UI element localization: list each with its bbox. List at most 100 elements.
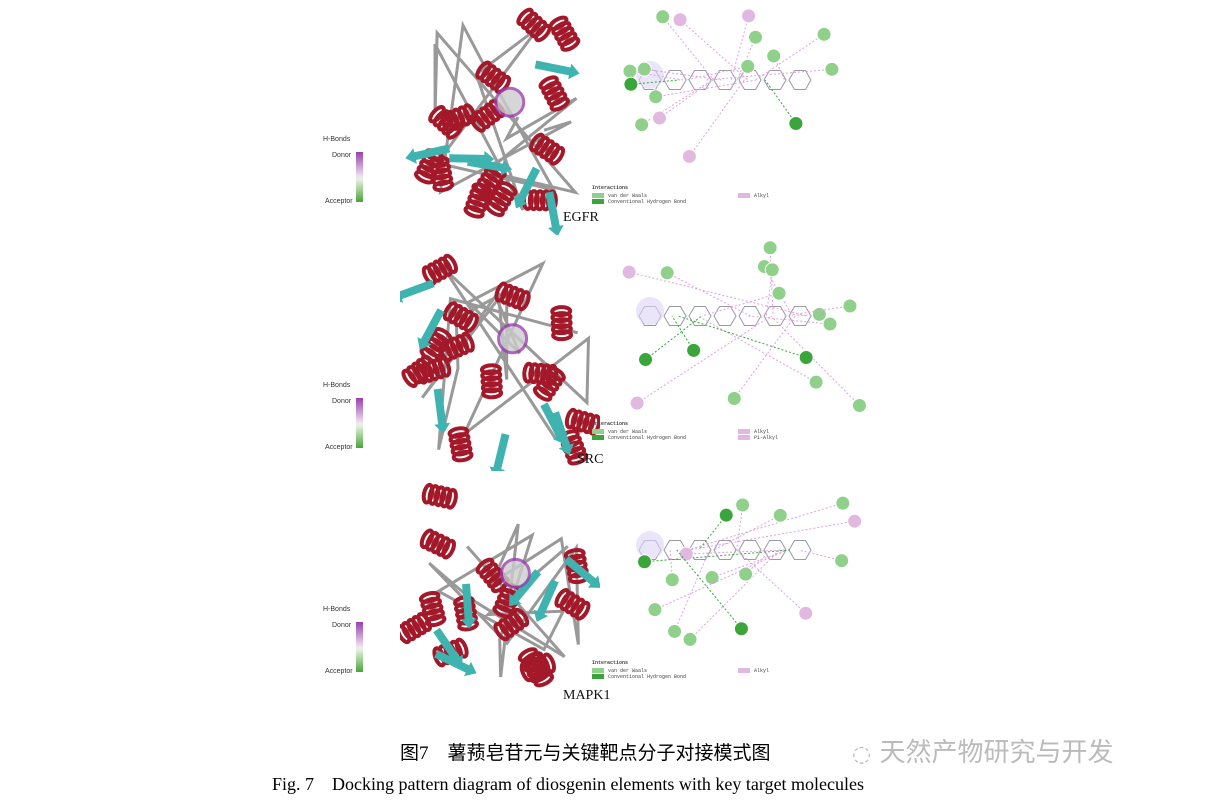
residue: [798, 350, 814, 366]
target-label: SRC: [577, 452, 604, 467]
residue: [622, 63, 638, 79]
ligand: [497, 323, 529, 355]
residue: [741, 8, 757, 24]
residue: [788, 116, 804, 132]
helix: [438, 331, 475, 363]
residue: [733, 621, 749, 637]
wechat-icon: ◌: [852, 742, 872, 767]
helix: [475, 557, 510, 594]
watermark: ◌ 天然产物研究与开发: [852, 738, 1114, 768]
caption-en: Fig. 7 Docking pattern diagram of diosge…: [272, 774, 865, 794]
helix: [421, 482, 458, 510]
residue: [762, 240, 778, 256]
beta-sheet: [467, 157, 513, 176]
residue: [686, 342, 702, 358]
residue: [834, 553, 850, 569]
ring: [738, 69, 762, 91]
residue: [847, 513, 863, 529]
ring: [763, 305, 787, 327]
residue: [647, 602, 663, 618]
residue: [682, 631, 698, 647]
residue: [766, 48, 782, 64]
residue: [638, 352, 654, 368]
ring: [663, 539, 687, 561]
residue: [851, 397, 867, 413]
residue: [678, 546, 694, 562]
residue: [718, 507, 734, 523]
ring: [788, 305, 812, 327]
beta-sheet: [513, 166, 541, 209]
interactions-legend: Interactions van der Waals Conventional …: [592, 421, 779, 441]
beta-sheet: [433, 388, 451, 434]
ring: [738, 539, 762, 561]
protein-structure: [400, 253, 600, 471]
helix: [529, 132, 566, 166]
ring: [713, 69, 737, 91]
helix: [428, 156, 455, 193]
beta-sheet: [460, 583, 477, 629]
beta-sheet: [533, 579, 559, 622]
residue: [842, 298, 858, 314]
residue: [738, 566, 754, 582]
beta-sheet: [417, 308, 445, 350]
ring: [663, 69, 687, 91]
target-label: MAPK1: [563, 688, 611, 703]
beta-sheet: [400, 279, 435, 303]
ring: [688, 305, 712, 327]
beta-sheet: [509, 569, 542, 607]
protein-structure: [400, 482, 600, 688]
ring: [713, 305, 737, 327]
residue: [735, 497, 751, 513]
helix: [469, 99, 506, 133]
ring: [763, 539, 787, 561]
residue: [636, 61, 652, 77]
residue: [798, 605, 814, 621]
residue: [764, 262, 780, 278]
helix: [479, 363, 504, 400]
residue: [672, 12, 688, 28]
helix: [418, 590, 447, 628]
helix: [401, 354, 438, 388]
residue: [772, 507, 788, 523]
beta-sheet: [433, 627, 463, 668]
residue: [667, 623, 683, 639]
beta-sheet: [545, 191, 564, 235]
helix: [550, 305, 574, 342]
residue: [740, 58, 756, 74]
interaction-2d-diagram: [622, 8, 840, 164]
helix: [440, 103, 477, 134]
beta-sheet: [540, 402, 568, 445]
interaction-2d-diagram: [621, 240, 867, 413]
residue: [822, 316, 838, 332]
beta-sheet: [405, 144, 451, 164]
helix: [554, 588, 591, 621]
target-label: EGFR: [563, 210, 599, 225]
helix: [475, 60, 512, 95]
residue: [681, 148, 697, 164]
residue: [704, 570, 720, 586]
residue: [629, 395, 645, 411]
residue: [623, 76, 639, 92]
caption-cn: 图7 薯蓣皂苷元与关键靶点分子对接模式图: [400, 743, 771, 764]
residue: [659, 265, 675, 281]
helix: [421, 253, 458, 286]
ring: [788, 69, 812, 91]
residue: [648, 89, 664, 105]
hbonds-gradient: [356, 152, 363, 202]
ring: [788, 539, 812, 561]
residue: [808, 374, 824, 390]
residue: [726, 391, 742, 407]
beta-sheet: [489, 433, 510, 471]
interactions-legend: Interactions van der Waals Conventional …: [592, 660, 770, 680]
residue: [634, 117, 650, 133]
interactions-legend: Interactions van der Waals Conventional …: [592, 185, 770, 205]
residue: [824, 61, 840, 77]
helix: [493, 607, 530, 642]
residue: [655, 9, 671, 25]
beta-sheet: [434, 650, 477, 677]
ring: [663, 305, 687, 327]
hbonds-gradient: [356, 398, 363, 448]
residue: [664, 572, 680, 588]
helix: [548, 15, 581, 52]
ligand: [499, 557, 531, 589]
